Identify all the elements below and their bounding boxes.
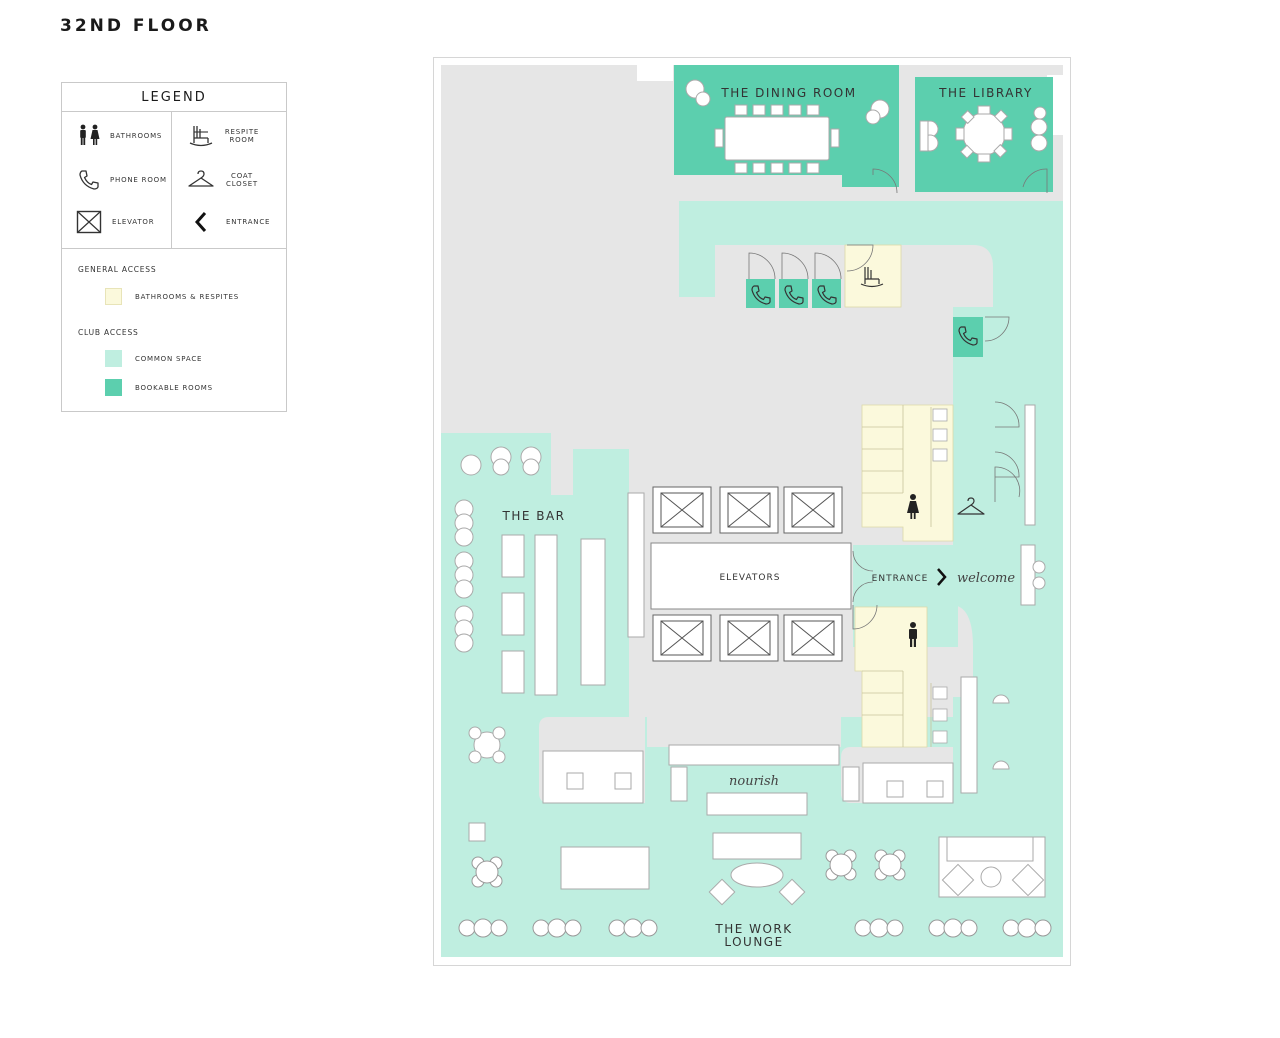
chevron-left-icon	[186, 209, 216, 235]
swatch-common	[105, 350, 122, 367]
library-label: THE LIBRARY	[938, 86, 1033, 100]
elevator-icon	[74, 209, 104, 235]
legend-label: PHONE ROOM	[110, 176, 167, 184]
swatch-label: COMMON SPACE	[135, 355, 203, 363]
legend-item-elevator: ELEVATOR	[74, 209, 154, 235]
male-icon	[909, 622, 917, 647]
legend: LEGEND BATHROOMS RESPITE ROOM PHONE ROOM	[61, 82, 287, 412]
legend-label: RESPITE ROOM	[224, 128, 260, 144]
hanger-icon	[957, 497, 985, 515]
rocking-chair-icon	[860, 267, 884, 288]
entrance-label: ENTRANCE	[872, 574, 929, 584]
swatch-label: BOOKABLE ROOMS	[135, 384, 213, 392]
bathroom-upper	[861, 404, 954, 542]
welcome-label: welcome	[957, 571, 1015, 586]
female-icon	[907, 494, 919, 519]
bar-label: THE BAR	[501, 509, 565, 523]
general-access-heading: GENERAL ACCESS	[78, 265, 157, 274]
legend-divider	[62, 111, 286, 112]
swatch-bookable	[105, 379, 122, 396]
elevators-label: ELEVATORS	[720, 573, 781, 583]
legend-divider	[171, 111, 172, 248]
nourish-label: nourish	[729, 774, 779, 789]
legend-item-phone: PHONE ROOM	[74, 167, 167, 193]
legend-item-bathrooms: BATHROOMS	[74, 123, 162, 149]
rocking-chair-icon	[186, 123, 216, 149]
bathroom-icon	[74, 123, 104, 149]
floor-plan: THE DINING ROOM THE LIBRARY THE BAR ELEV…	[433, 57, 1071, 966]
hanger-icon	[186, 167, 216, 193]
legend-label: ELEVATOR	[112, 218, 155, 226]
legend-item-respite: RESPITE ROOM	[186, 123, 264, 149]
work-lounge-label: THE WORK	[714, 922, 792, 936]
phone-room	[953, 317, 983, 357]
page-title: 32ND FLOOR	[60, 16, 212, 36]
phone-room	[746, 279, 775, 308]
legend-item-entrance: ENTRANCE	[186, 209, 270, 235]
respite-room	[844, 244, 902, 308]
bathroom-lower	[854, 606, 928, 748]
swatch-general	[105, 288, 122, 305]
phone-room	[812, 279, 841, 308]
legend-divider	[62, 248, 286, 249]
legend-title: LEGEND	[141, 90, 207, 105]
phone-icon	[74, 167, 104, 193]
work-lounge-label: LOUNGE	[724, 935, 783, 949]
chevron-right-icon	[937, 568, 947, 586]
legend-item-coat: COAT CLOSET	[186, 167, 264, 193]
club-access-heading: CLUB ACCESS	[78, 328, 139, 337]
phone-room	[779, 279, 808, 308]
legend-label: ENTRANCE	[226, 218, 271, 226]
dining-room-label: THE DINING ROOM	[720, 86, 856, 100]
swatch-label: BATHROOMS & RESPITES	[135, 293, 240, 301]
legend-label: COAT CLOSET	[226, 172, 258, 188]
legend-label: BATHROOMS	[110, 132, 163, 140]
